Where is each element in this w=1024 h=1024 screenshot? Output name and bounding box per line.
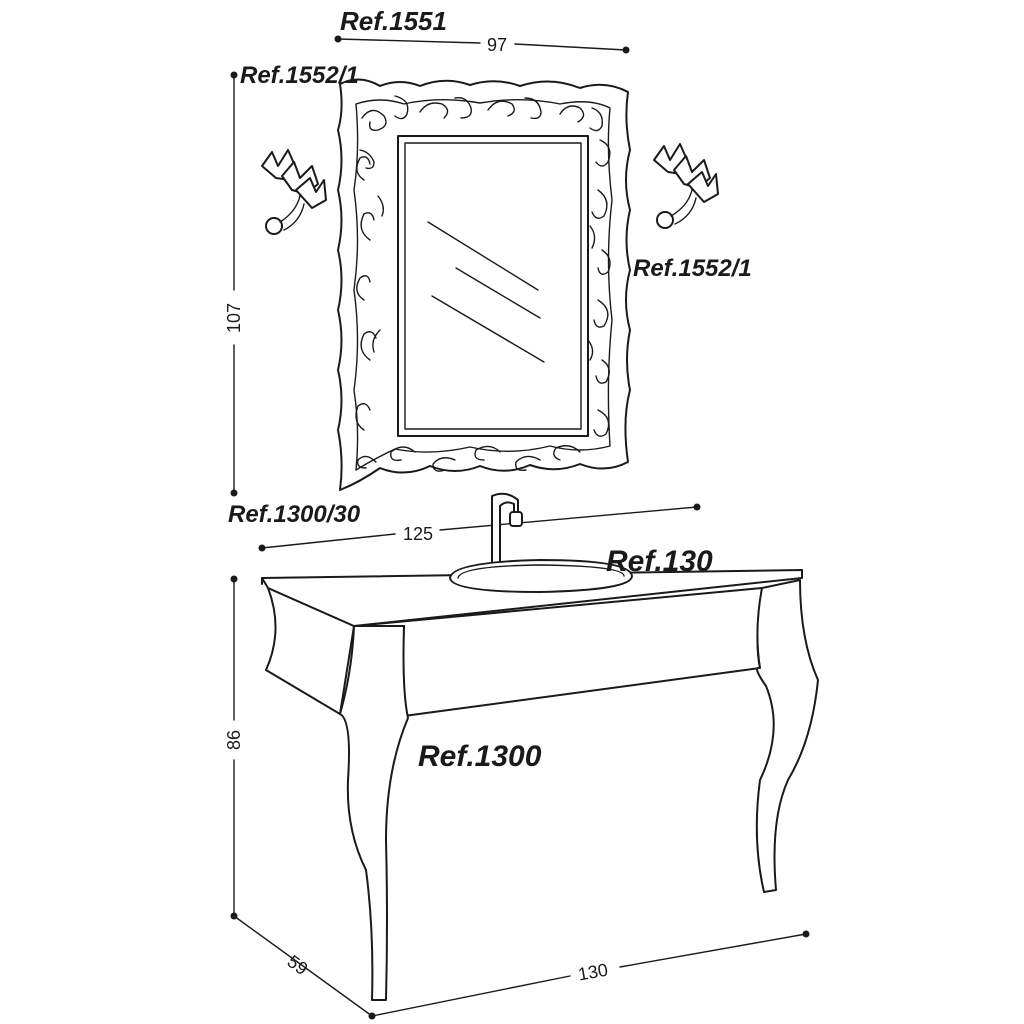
mirror-frame-inner-edge (353, 99, 613, 471)
ref-mirror: Ref.1551 (340, 6, 447, 36)
dimension-cabinet-width (371, 930, 810, 1017)
basin (449, 559, 633, 593)
cabinet-leg-back (755, 579, 819, 893)
mirror (337, 78, 631, 491)
dim-cabinet-height: 86 (224, 730, 244, 750)
ref-cabinet: Ref.1300 (418, 740, 542, 773)
ref-top: Ref.1300/30 (228, 501, 361, 528)
cabinet-leg-front (339, 625, 409, 1001)
dim-cabinet-width: 130 (576, 960, 609, 985)
ref-basin: Ref.130 (606, 545, 713, 578)
faucet (491, 492, 523, 567)
lamp-right-base (656, 211, 674, 229)
wall-lamp-left (261, 149, 327, 235)
vanity-cabinet (261, 559, 819, 1001)
dim-mirror-height: 107 (224, 303, 244, 333)
mirror-glass-frame (397, 135, 589, 437)
mirror-glass (404, 142, 582, 430)
mirror-carving (355, 95, 611, 472)
dim-top-width: 125 (403, 524, 433, 544)
ref-lamp-left: Ref.1552/1 (240, 62, 359, 89)
wall-lamp-right (653, 143, 719, 229)
mirror-reflection-lines (427, 221, 545, 363)
cabinet-side-left (265, 587, 355, 715)
lamp-left-base (265, 217, 283, 235)
dimension-top-width (258, 503, 701, 552)
dimension-mirror-width (334, 35, 630, 54)
ref-lamp-right: Ref.1552/1 (633, 255, 752, 282)
dimension-mirror-height (230, 71, 238, 497)
cabinet-top (261, 569, 803, 627)
dim-mirror-width: 97 (487, 35, 507, 55)
